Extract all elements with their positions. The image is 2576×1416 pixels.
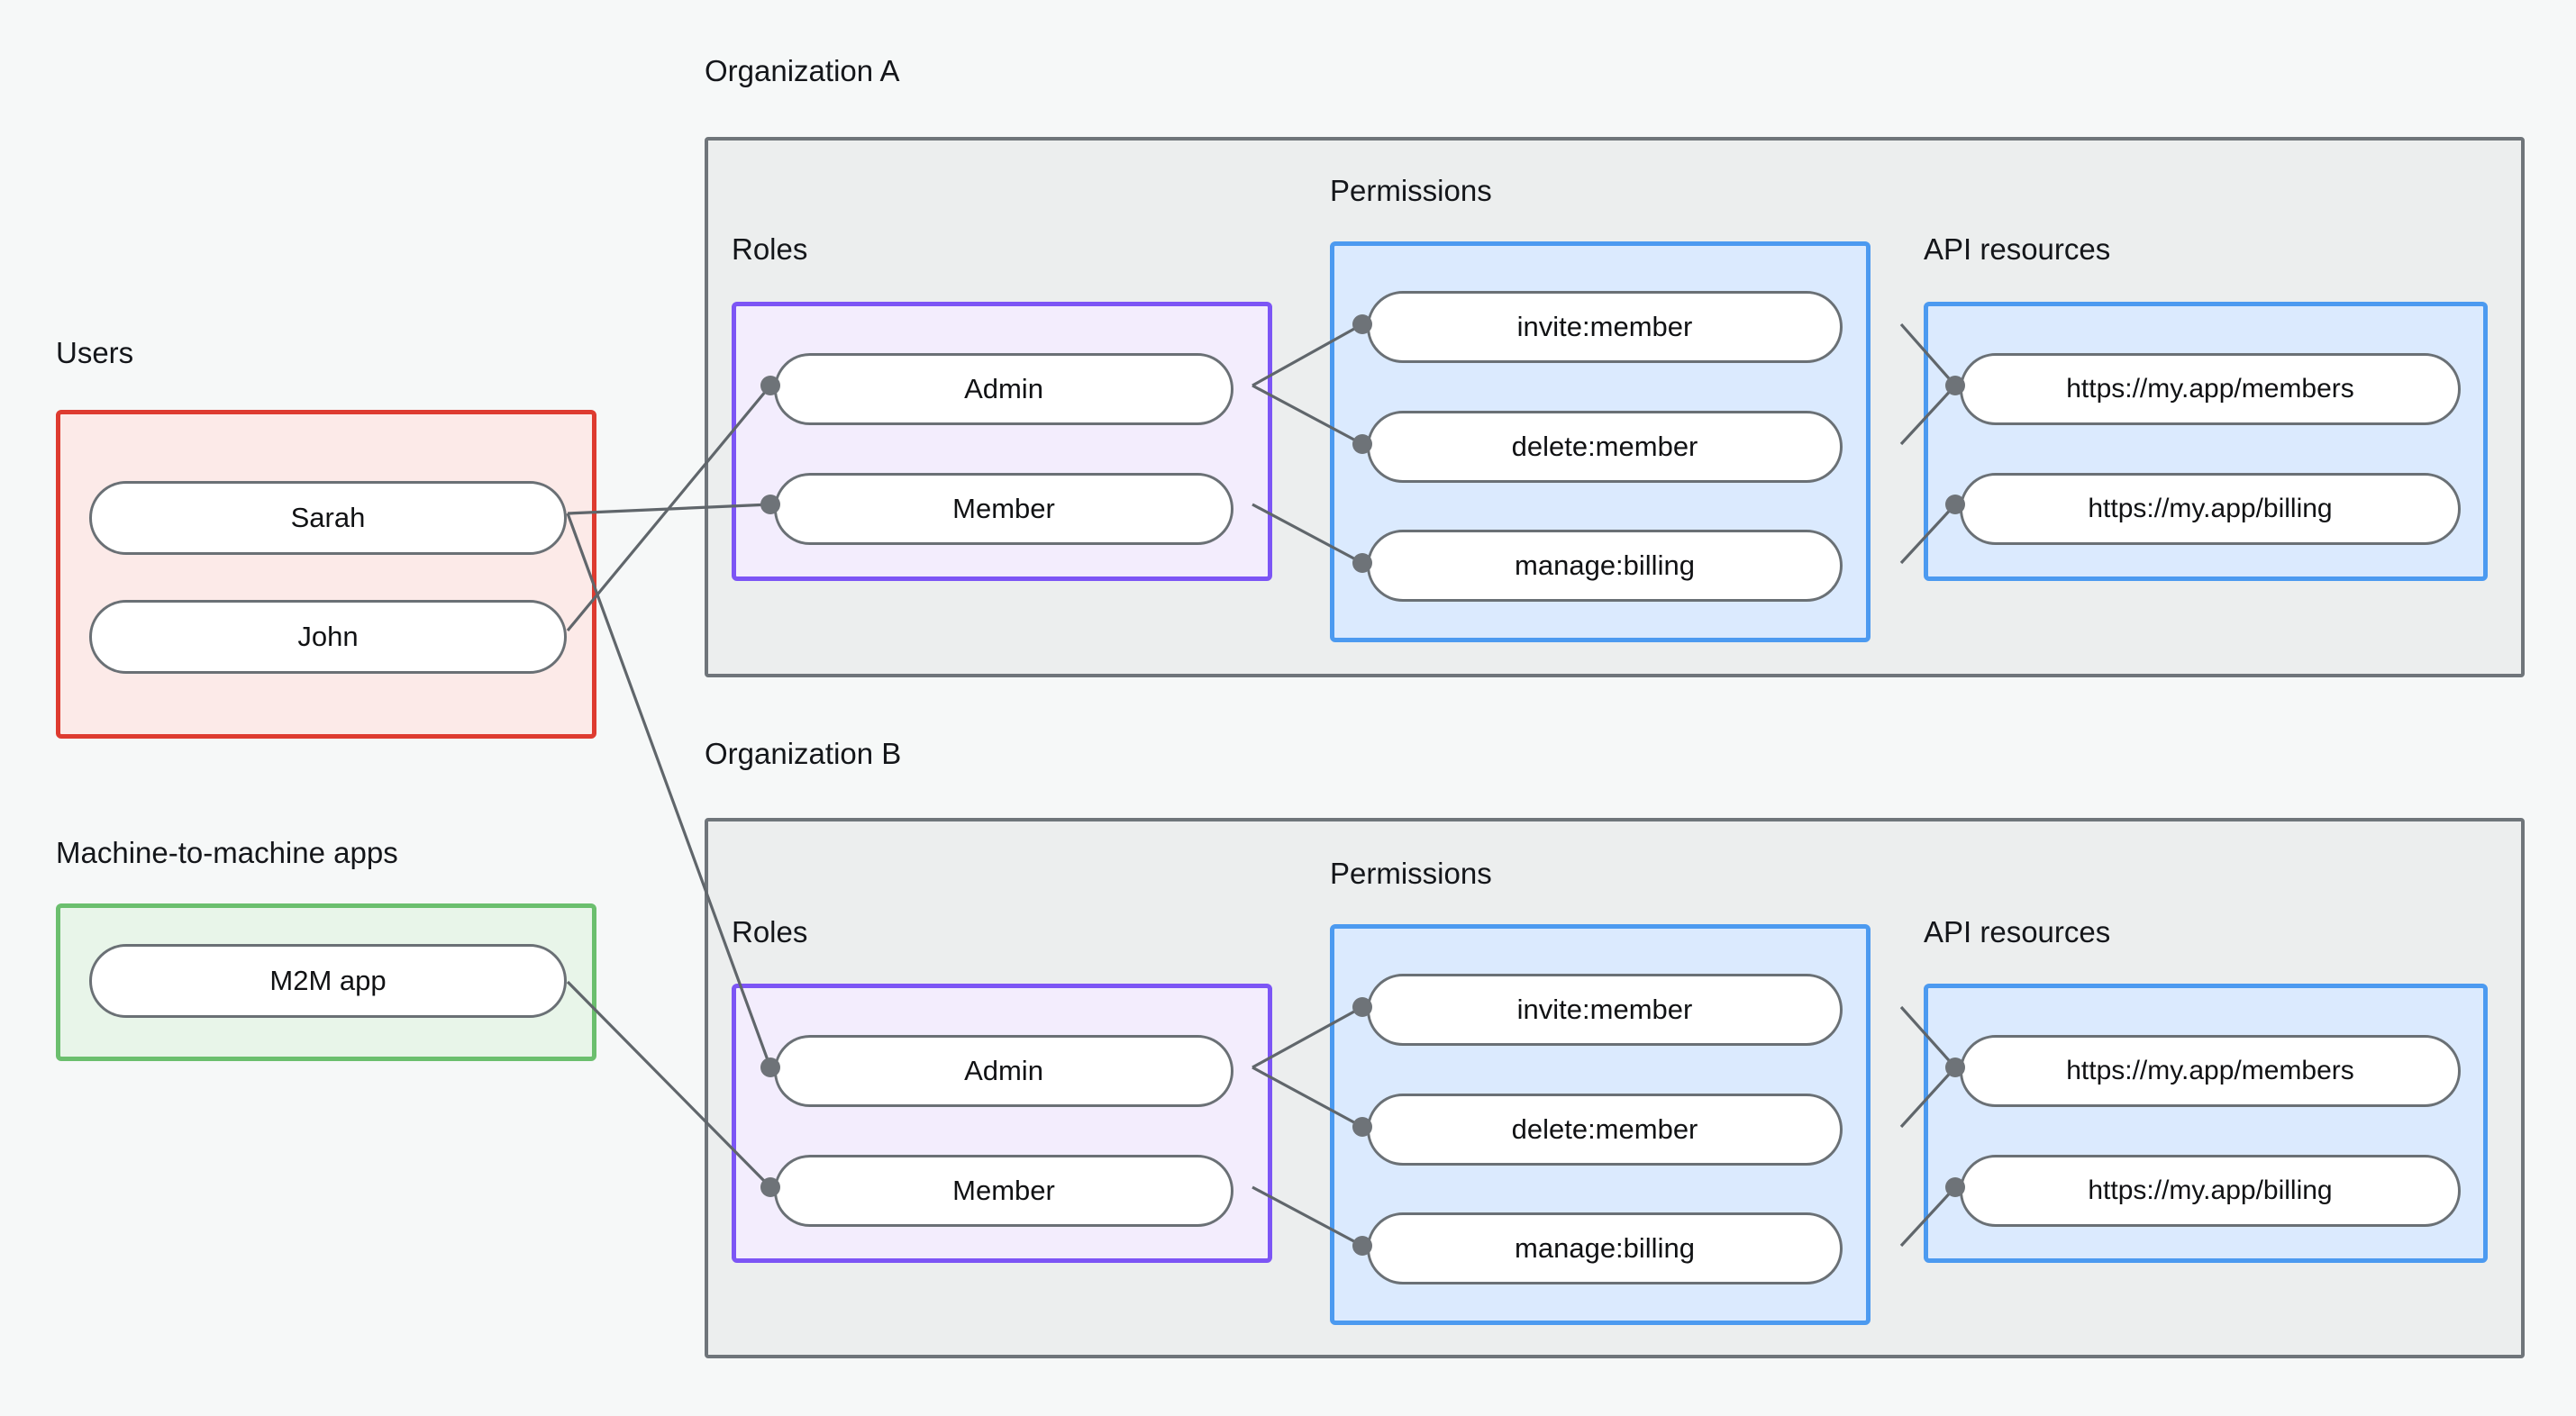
organization-a-roles-group: Admin Member	[732, 302, 1272, 581]
organization-a-roles-caption: Roles	[732, 232, 808, 266]
user-node-john[interactable]: John	[89, 600, 567, 674]
users-caption: Users	[56, 336, 134, 369]
user-node-sarah[interactable]: Sarah	[89, 481, 567, 555]
organization-a-permissions-group: invite:member delete:member manage:billi…	[1330, 241, 1871, 642]
organization-b-api-resources-group: https://my.app/members https://my.app/bi…	[1924, 984, 2488, 1263]
organization-b-api-resources-caption: API resources	[1924, 915, 2111, 949]
machine-apps-caption: Machine-to-machine apps	[56, 836, 398, 869]
organization-a-api-resources-group: https://my.app/members https://my.app/bi…	[1924, 302, 2488, 581]
organization-b-roles-group: Admin Member	[732, 984, 1272, 1263]
organization-b-roles-caption: Roles	[732, 915, 808, 949]
organization-a-api-resource-billing[interactable]: https://my.app/billing	[1960, 473, 2461, 545]
organization-b-permission-invite-member[interactable]: invite:member	[1367, 974, 1843, 1046]
organization-b-api-resource-billing[interactable]: https://my.app/billing	[1960, 1155, 2461, 1227]
organization-b-permissions-group: invite:member delete:member manage:billi…	[1330, 924, 1871, 1325]
organization-a-api-resources-caption: API resources	[1924, 232, 2111, 266]
organization-a-permission-manage-billing[interactable]: manage:billing	[1367, 530, 1843, 602]
organization-a-role-admin[interactable]: Admin	[774, 353, 1233, 425]
organization-a-permission-delete-member[interactable]: delete:member	[1367, 411, 1843, 483]
organization-a-api-resource-members[interactable]: https://my.app/members	[1960, 353, 2461, 425]
organization-b-role-member[interactable]: Member	[774, 1155, 1233, 1227]
organization-b-title: Organization B	[705, 737, 902, 770]
m2m-node-app[interactable]: M2M app	[89, 944, 567, 1018]
organization-a-permissions-caption: Permissions	[1330, 174, 1492, 207]
organization-a-role-member[interactable]: Member	[774, 473, 1233, 545]
organization-a-title: Organization A	[705, 54, 900, 87]
users-group: Sarah John	[56, 410, 596, 739]
organization-b-permission-manage-billing[interactable]: manage:billing	[1367, 1212, 1843, 1284]
organization-b-permissions-caption: Permissions	[1330, 857, 1492, 890]
organization-b-permission-delete-member[interactable]: delete:member	[1367, 1094, 1843, 1166]
organization-a-permission-invite-member[interactable]: invite:member	[1367, 291, 1843, 363]
organization-b-api-resource-members[interactable]: https://my.app/members	[1960, 1035, 2461, 1107]
organization-b-role-admin[interactable]: Admin	[774, 1035, 1233, 1107]
machine-apps-group: M2M app	[56, 903, 596, 1061]
